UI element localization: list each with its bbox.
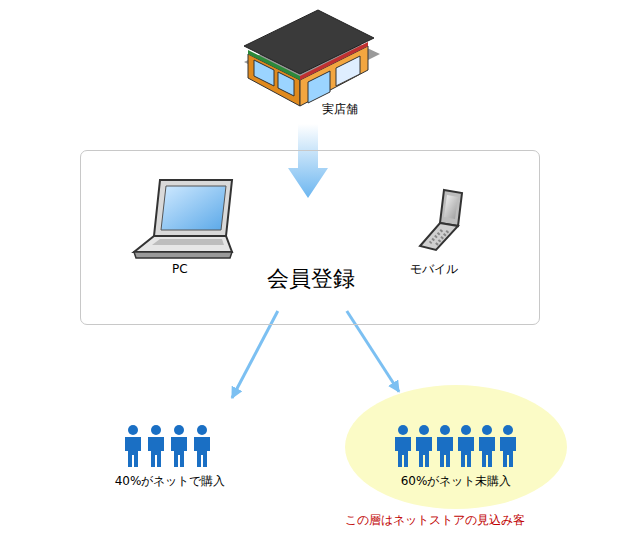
person-icon bbox=[458, 425, 474, 467]
person-icon bbox=[125, 425, 141, 467]
node-text: 60%がネット未購入 bbox=[401, 474, 512, 488]
highlight-ellipse bbox=[345, 385, 567, 509]
store-node: 実店舗 bbox=[240, 14, 380, 118]
mobile-phone-icon bbox=[420, 190, 462, 250]
member-box: 会員登録 bbox=[80, 150, 540, 325]
person-icon bbox=[500, 425, 516, 467]
branch-arrow bbox=[347, 311, 399, 392]
person-icon bbox=[395, 425, 411, 467]
buyer-group: 40%がネットで購入 bbox=[100, 400, 240, 496]
node-text: 40%がネットで購入 bbox=[115, 474, 226, 488]
laptop-icon bbox=[134, 180, 232, 258]
node-shape bbox=[345, 385, 567, 509]
node-text: 会員登録 bbox=[267, 266, 355, 292]
note-text: この層はネットストアの見込み客 bbox=[345, 513, 525, 527]
device-label: PC bbox=[172, 262, 188, 276]
prospect-group: 60%がネット未購入 bbox=[345, 385, 567, 509]
person-icon bbox=[194, 425, 210, 467]
person-icon bbox=[148, 425, 164, 467]
person-icon bbox=[479, 425, 495, 467]
node-text: 実店舗 bbox=[322, 102, 358, 116]
store-illustration bbox=[244, 10, 380, 106]
node-shape bbox=[240, 14, 380, 118]
person-icon bbox=[416, 425, 432, 467]
person-icon bbox=[437, 425, 453, 467]
device-label: モバイル bbox=[410, 262, 458, 276]
person-icon bbox=[171, 425, 187, 467]
flow-arrow bbox=[288, 124, 328, 198]
